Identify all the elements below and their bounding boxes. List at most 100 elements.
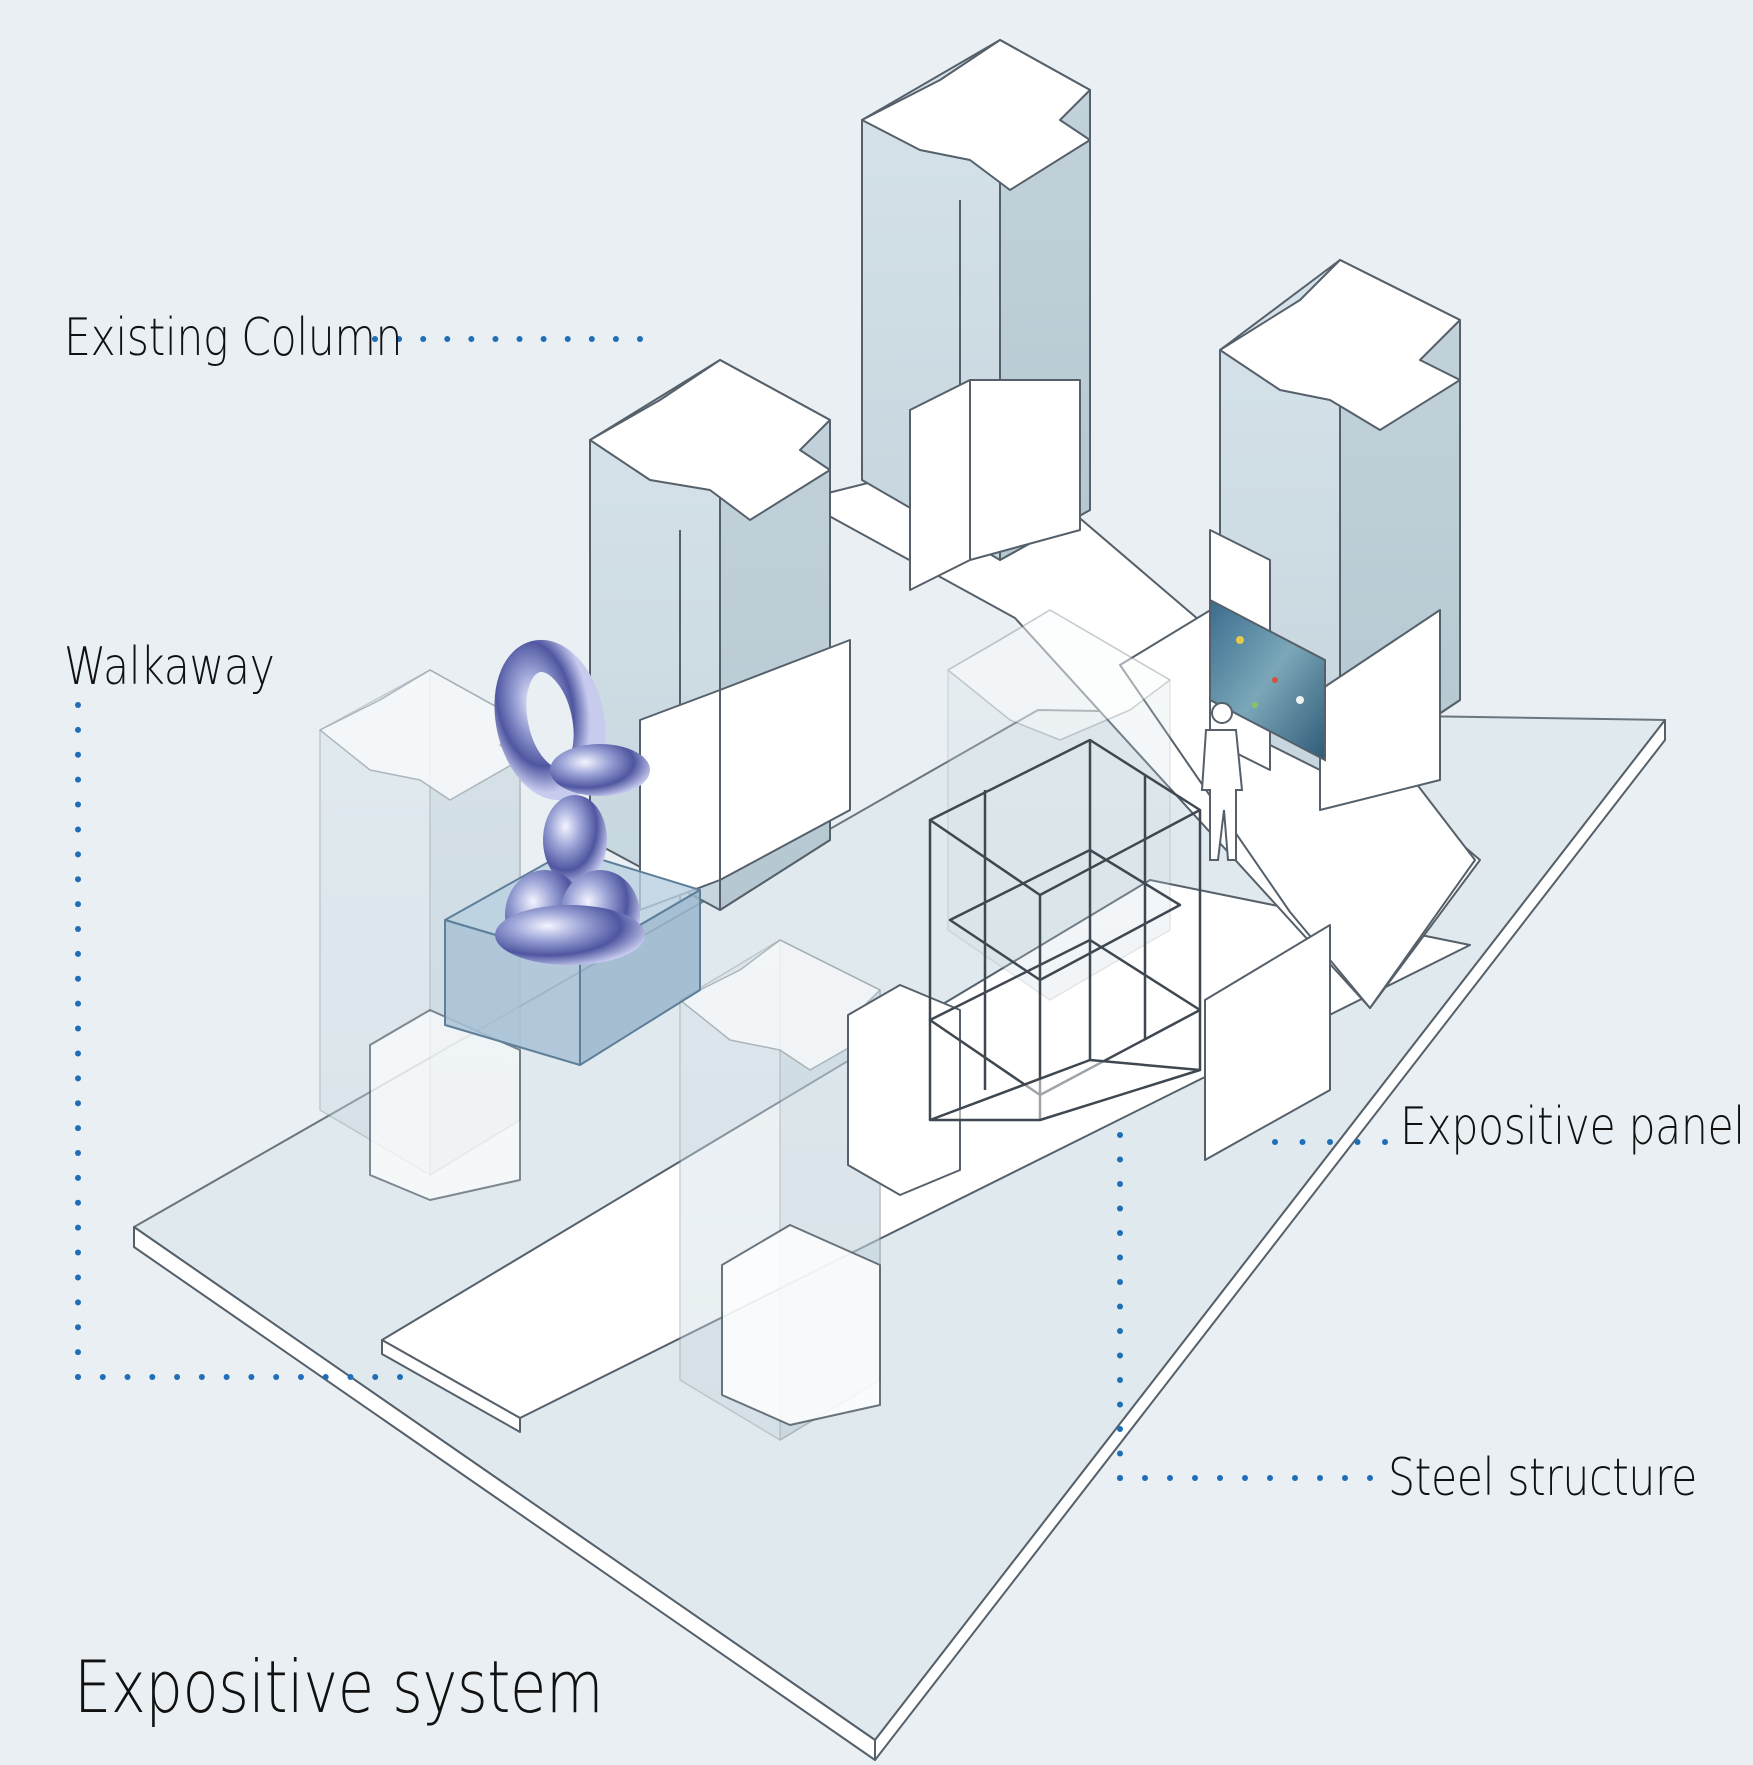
leader-dot <box>1272 1139 1278 1145</box>
leader-dot <box>1327 1139 1333 1145</box>
leader-dot <box>1117 1156 1123 1163</box>
leader-dot <box>75 1249 81 1256</box>
leader-dot <box>322 1374 329 1380</box>
leader-dot <box>174 1374 181 1380</box>
painting <box>1209 598 1326 762</box>
leader-dot <box>444 336 451 342</box>
leader-dot <box>75 1224 81 1231</box>
leader-dot <box>1117 1426 1123 1432</box>
leader-dot <box>612 336 619 342</box>
leader-dot <box>1242 1475 1248 1481</box>
leader-dot <box>1117 1205 1123 1212</box>
leader-dot <box>75 1050 81 1057</box>
leader-walkaway <box>75 702 403 1380</box>
leader-dot <box>1382 1139 1388 1145</box>
leader-dot <box>75 1299 81 1306</box>
leader-dot <box>1354 1139 1361 1145</box>
leader-dot <box>1117 1254 1123 1261</box>
leader-dot <box>297 1374 304 1380</box>
leader-dot <box>1117 1230 1123 1236</box>
leader-dot <box>1367 1475 1373 1481</box>
leader-dot <box>1117 1377 1123 1383</box>
leader-dot <box>75 1025 81 1032</box>
leader-dot <box>637 336 643 342</box>
leader-dot <box>492 336 499 342</box>
leader-dot <box>223 1374 230 1380</box>
leader-dot <box>564 336 571 342</box>
leader-dot <box>75 801 81 808</box>
leader-dot <box>1117 1279 1123 1285</box>
leader-dot <box>99 1374 106 1380</box>
leader-dot <box>75 1349 81 1356</box>
leader-dot <box>75 950 81 957</box>
leader-dot <box>75 1174 81 1181</box>
expositive-panel <box>369 379 1441 1426</box>
leader-dot <box>468 336 475 342</box>
leader-dot <box>149 1374 156 1380</box>
leader-dot <box>75 1150 81 1156</box>
leader-dot <box>75 851 81 858</box>
leader-dot <box>75 751 81 758</box>
leader-dot <box>75 1075 81 1082</box>
leader-expositive-panel <box>1272 1139 1388 1145</box>
diagram-title: Expositive system <box>74 1645 604 1729</box>
steel-structure <box>928 738 1202 1122</box>
leader-dot <box>420 336 427 342</box>
leader-dot <box>75 876 81 883</box>
leader-dot <box>1142 1475 1148 1481</box>
leader-dot <box>1217 1475 1223 1481</box>
leader-dot <box>75 975 81 982</box>
leader-dot <box>516 336 523 342</box>
leader-dot <box>1317 1475 1323 1481</box>
leader-dot <box>75 1374 81 1380</box>
leader-dot <box>1192 1475 1198 1481</box>
leader-existing-column <box>372 336 643 342</box>
leader-dot <box>372 1374 379 1380</box>
leader-dot <box>347 1374 354 1380</box>
leader-dot <box>1117 1303 1123 1310</box>
leader-dot <box>1117 1450 1123 1457</box>
human-figure <box>1200 702 1244 861</box>
balloon-dog-sculpture <box>494 639 650 965</box>
leader-dot <box>75 1274 81 1281</box>
leader-dot <box>75 926 81 932</box>
leader-dot <box>273 1374 280 1380</box>
leader-dot <box>1167 1475 1173 1481</box>
leader-dot <box>1299 1139 1306 1145</box>
leader-dot <box>75 726 81 733</box>
leader-dot <box>396 336 403 342</box>
leader-dot <box>540 336 547 342</box>
leader-dot <box>75 702 81 708</box>
leader-dot <box>198 1374 205 1380</box>
label-expositive-panel: Expositive panel <box>1400 1097 1745 1157</box>
leader-dot <box>75 1199 81 1206</box>
leader-dot <box>1342 1475 1348 1481</box>
leader-dot <box>588 336 595 342</box>
leader-dot <box>1117 1328 1123 1334</box>
existing-column <box>947 609 1171 1001</box>
leader-dot <box>75 1000 81 1007</box>
label-walkaway: Walkaway <box>64 637 275 697</box>
leader-dot <box>1117 1475 1123 1481</box>
leader-dot <box>248 1374 255 1380</box>
leader-dot <box>1117 1132 1123 1138</box>
leader-dot <box>1117 1181 1123 1187</box>
leader-dot <box>124 1374 131 1380</box>
leader-dot <box>75 901 81 908</box>
label-existing-column: Existing Column <box>64 308 403 368</box>
leader-dot <box>1117 1352 1123 1359</box>
leader-dot <box>75 826 81 833</box>
leader-dot <box>1117 1401 1123 1408</box>
leader-lines <box>75 336 1388 1481</box>
leader-dot <box>1292 1475 1298 1481</box>
leader-dot <box>397 1374 403 1380</box>
leader-dot <box>75 1324 81 1331</box>
leader-dot <box>75 1100 81 1107</box>
leader-steel-structure <box>1117 1132 1373 1481</box>
leader-dot <box>1267 1475 1273 1481</box>
label-steel-structure: Steel structure <box>1388 1448 1698 1508</box>
leader-dot <box>75 776 81 783</box>
leader-dot <box>372 336 378 342</box>
leader-dot <box>75 1125 81 1132</box>
